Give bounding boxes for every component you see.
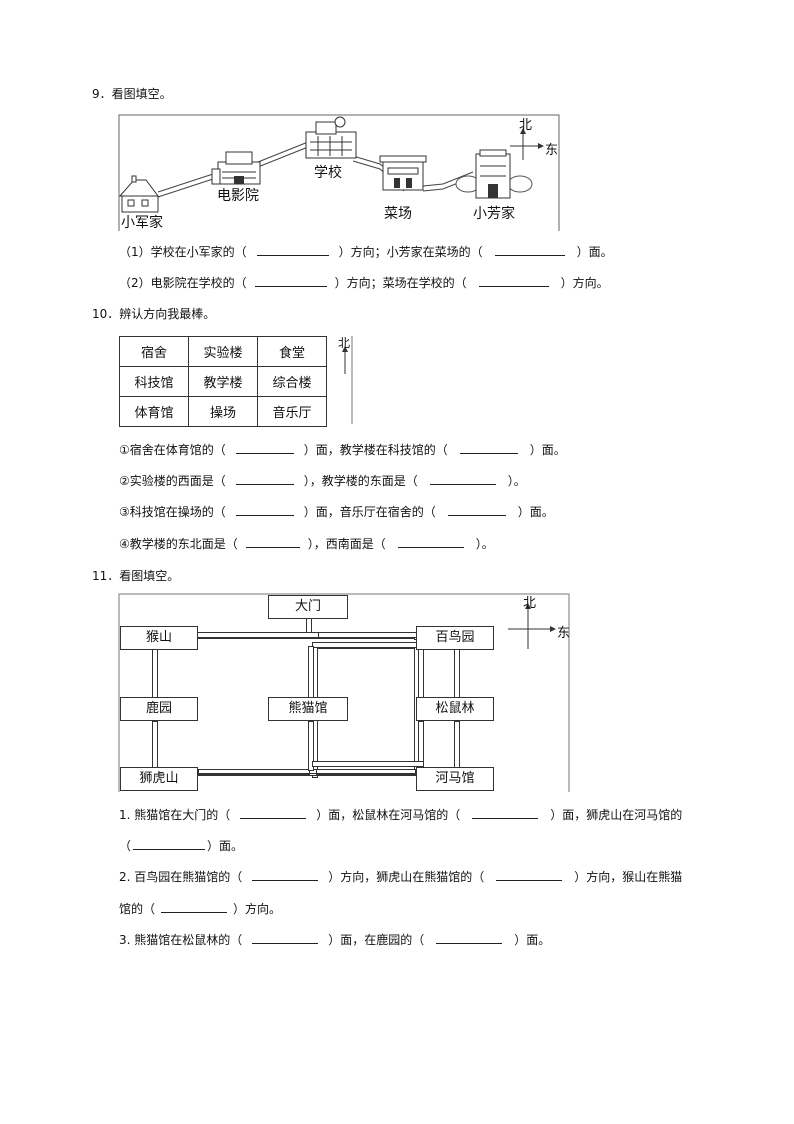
compass-icon	[508, 603, 556, 649]
q9-figure	[118, 114, 560, 231]
road	[454, 645, 460, 699]
q11-line-2: 2. 百鸟园在熊猫馆的（）方向，狮虎山在熊猫馆的（）方向，猴山在熊猫	[119, 870, 683, 884]
q11-line-2b: 馆的（）方向。	[119, 902, 282, 916]
answer-blank[interactable]	[478, 276, 549, 287]
place-label-school: 学校	[314, 165, 342, 181]
q10-line-3: ③科技馆在操场的（）面，音乐厅在宿舍的（）面。	[119, 505, 554, 519]
place-label-xiaofang: 小芳家	[473, 206, 515, 222]
answer-blank[interactable]	[240, 808, 307, 819]
road	[312, 642, 420, 648]
q9-line-1: （1）学校在小军家的（）方向；小芳家在菜场的（）面。	[119, 245, 613, 259]
answer-blank[interactable]	[235, 443, 294, 454]
answer-blank[interactable]	[496, 870, 563, 881]
answer-blank[interactable]	[397, 537, 464, 548]
map-box-lion-tiger-hill: 狮虎山	[120, 767, 198, 791]
road	[454, 721, 460, 769]
zoo-map-frame	[118, 593, 570, 792]
q11-compass-north: 北	[523, 596, 537, 611]
q9-compass-east: 东	[545, 143, 559, 158]
answer-blank[interactable]	[252, 870, 319, 881]
q10-title: 10．辨认方向我最棒。	[92, 307, 216, 321]
map-box-bird-garden: 百鸟园	[416, 626, 494, 650]
grid-cell: 体育馆	[119, 396, 189, 427]
building-icon	[455, 149, 533, 199]
road	[318, 632, 420, 638]
q11-line-1: 1. 熊猫馆在大门的（）面，松鼠林在河马馆的（）面，狮虎山在河马馆的	[119, 808, 683, 822]
road	[308, 721, 314, 771]
q11-line-1b: （）面。	[119, 839, 244, 853]
grid-cell: 音乐厅	[257, 396, 327, 427]
answer-blank[interactable]	[235, 505, 294, 516]
q10-compass-north: 北	[338, 336, 351, 350]
q11-compass-east: 东	[557, 626, 571, 641]
answer-blank[interactable]	[472, 808, 539, 819]
road	[152, 645, 158, 699]
campus-grid: 宿舍 实验楼 食堂 科技馆 教学楼 综合楼 体育馆 操场 音乐厅	[119, 336, 327, 427]
map-box-monkey-hill: 猴山	[120, 626, 198, 650]
road	[312, 761, 424, 767]
grid-cell: 操场	[188, 396, 258, 427]
grid-cell: 综合楼	[257, 366, 327, 397]
school-icon	[305, 116, 357, 159]
grid-cell: 教学楼	[188, 366, 258, 397]
answer-blank[interactable]	[436, 933, 503, 944]
q9-title: 9．看图填空。	[92, 87, 172, 101]
answer-blank[interactable]	[245, 537, 300, 548]
road	[152, 721, 158, 769]
place-label-market: 菜场	[384, 206, 412, 222]
q11-title: 11．看图填空。	[92, 569, 180, 583]
map-box-gate: 大门	[268, 595, 348, 619]
answer-blank[interactable]	[161, 902, 228, 913]
q11-line-3: 3. 熊猫馆在松鼠林的（）面，在鹿园的（）面。	[119, 933, 551, 947]
road	[308, 646, 314, 700]
place-label-xiaojun: 小军家	[121, 215, 163, 231]
road	[316, 769, 416, 775]
answer-blank[interactable]	[459, 443, 518, 454]
road	[198, 773, 416, 774]
cinema-icon	[211, 151, 261, 185]
map-box-deer-park: 鹿园	[120, 697, 198, 721]
answer-blank[interactable]	[256, 245, 329, 256]
market-icon	[379, 155, 427, 191]
place-label-cinema: 电影院	[217, 188, 259, 204]
answer-blank[interactable]	[429, 474, 496, 485]
road	[198, 769, 310, 775]
map-box-squirrel-forest: 松鼠林	[416, 697, 494, 721]
q10-line-1: ①宿舍在体育馆的（）面，教学楼在科技馆的（）面。	[119, 443, 566, 457]
answer-blank[interactable]	[252, 933, 319, 944]
answer-blank[interactable]	[494, 245, 565, 256]
grid-cell: 宿舍	[119, 336, 189, 367]
house-icon	[118, 175, 159, 213]
zoo-map: 大门 猴山 百鸟园 鹿园 熊猫馆 松鼠林 狮虎山 河马馆	[118, 593, 570, 793]
answer-blank[interactable]	[447, 505, 506, 516]
compass-icon	[510, 128, 544, 160]
map-box-panda-house: 熊猫馆	[268, 697, 348, 721]
grid-cell: 实验楼	[188, 336, 258, 367]
q10-line-4: ④教学楼的东北面是（），西南面是（）。	[119, 537, 494, 551]
road	[418, 646, 424, 700]
q10-line-2: ②实验楼的西面是（），教学楼的东面是（）。	[119, 474, 526, 488]
answer-blank[interactable]	[133, 839, 206, 850]
answer-blank[interactable]	[254, 276, 327, 287]
q9-compass-north: 北	[519, 118, 533, 133]
grid-cell: 食堂	[257, 336, 327, 367]
map-box-hippo-house: 河马馆	[416, 767, 494, 791]
north-arrow-icon	[342, 336, 353, 424]
q9-line-2: （2）电影院在学校的（）方向；菜场在学校的（）方向。	[119, 276, 609, 290]
answer-blank[interactable]	[235, 474, 294, 485]
grid-cell: 科技馆	[119, 366, 189, 397]
